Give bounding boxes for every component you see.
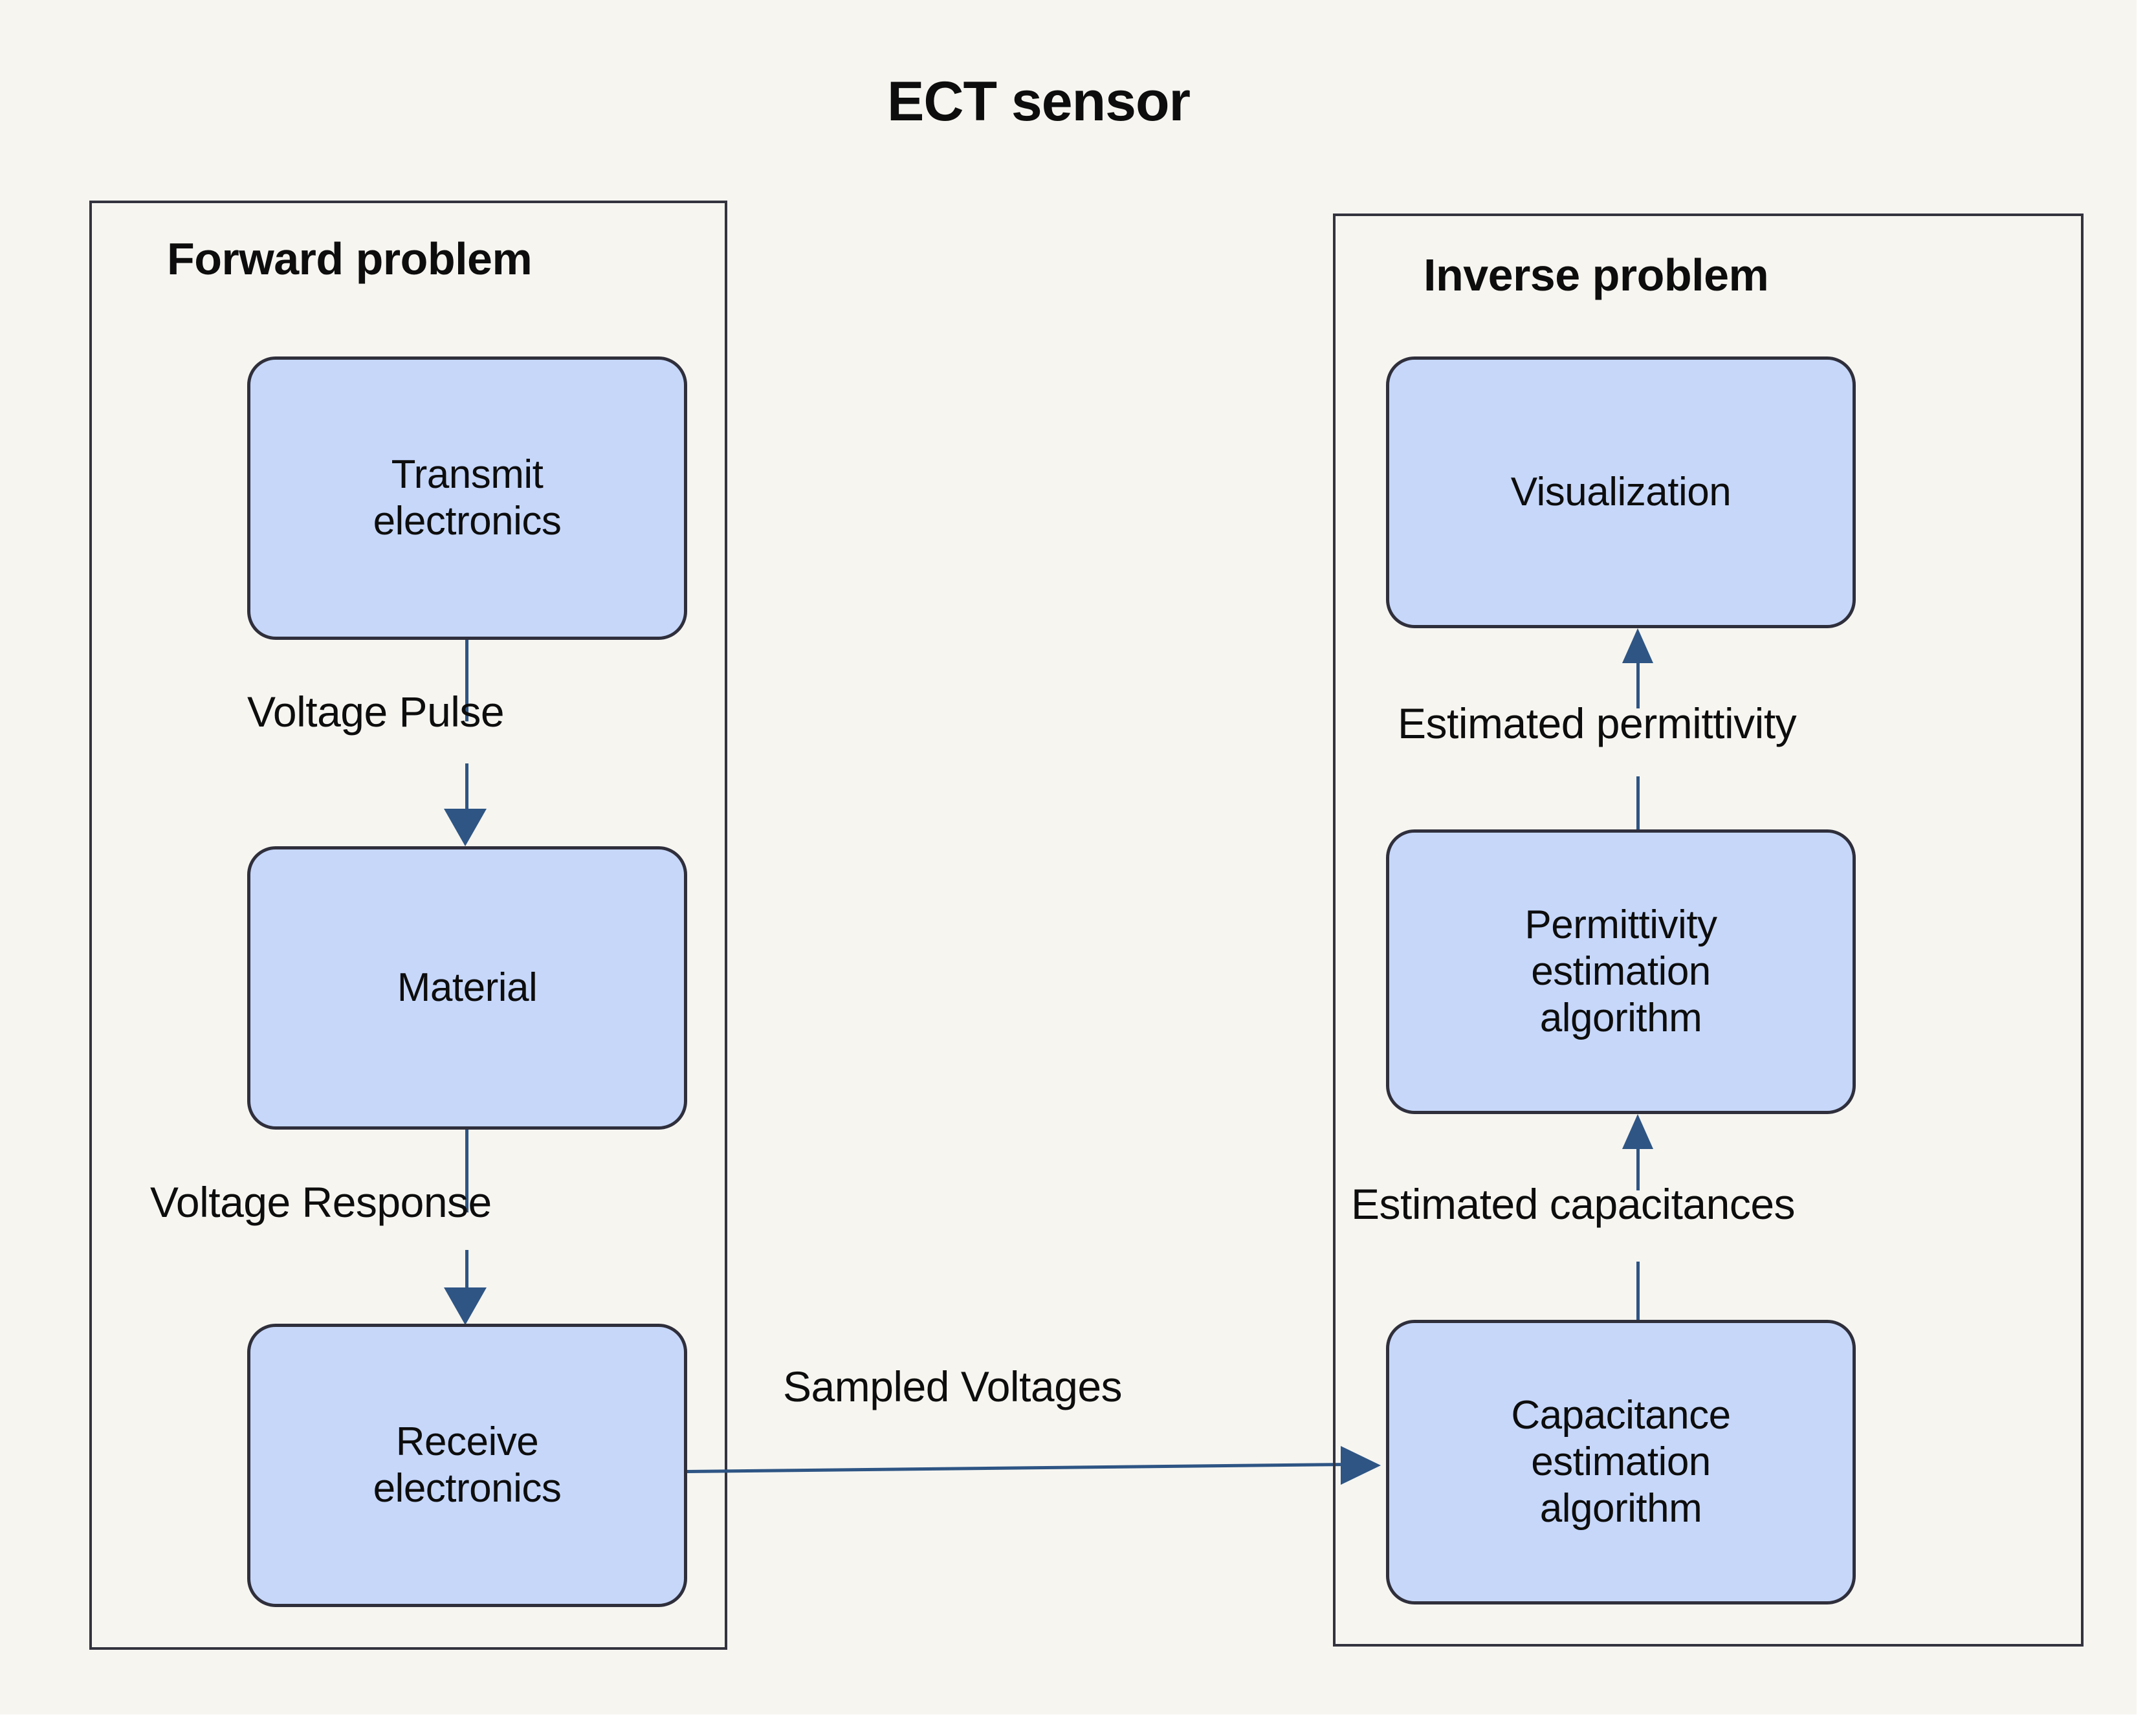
edge-label-voltage-response: Voltage Response [150,1178,492,1226]
node-visualization[interactable]: Visualization [1386,356,1856,628]
arrowhead-up-icon-estimated-permittivity [1622,628,1653,663]
node-permittivity-estimation-algorithm[interactable]: Permittivity estimation algorithm [1386,829,1856,1114]
edge-line-estimated-permittivity-upper [1636,663,1640,708]
arrowhead-up-icon-estimated-capacitances [1622,1114,1653,1149]
edge-line-estimated-capacitances-lower [1636,1262,1640,1321]
edge-label-voltage-pulse: Voltage Pulse [247,688,505,736]
edge-label-estimated-permittivity: Estimated permittivity [1398,699,1797,747]
node-capacitance-estimation-algorithm[interactable]: Capacitance estimation algorithm [1386,1320,1856,1604]
edge-line-estimated-permittivity-lower [1636,776,1640,831]
edge-line-estimated-capacitances-upper [1636,1149,1640,1190]
panel-heading-forward-problem: Forward problem [167,234,533,284]
edge-line-voltage-pulse-lower [465,763,468,810]
node-material[interactable]: Material [247,846,687,1130]
arrowhead-right-icon-sampled-voltages [1341,1446,1381,1485]
edge-line-voltage-response-lower [465,1250,468,1289]
node-transmit-electronics[interactable]: Transmit electronics [247,356,687,640]
panel-forward-problem [89,201,727,1650]
page-title: ECT sensor [887,71,1191,133]
arrowhead-down-icon-voltage-pulse [444,809,487,846]
edge-label-sampled-voltages: Sampled Voltages [783,1363,1123,1410]
edge-line-voltage-response-upper [465,1130,468,1212]
panel-inverse-problem [1333,214,2084,1647]
arrowhead-down-icon-voltage-response [444,1287,487,1325]
edge-line-voltage-pulse-upper [465,640,468,721]
panel-heading-inverse-problem: Inverse problem [1424,250,1769,300]
edge-label-estimated-capacitances: Estimated capacitances [1351,1180,1796,1228]
node-receive-electronics[interactable]: Receive electronics [247,1324,687,1607]
